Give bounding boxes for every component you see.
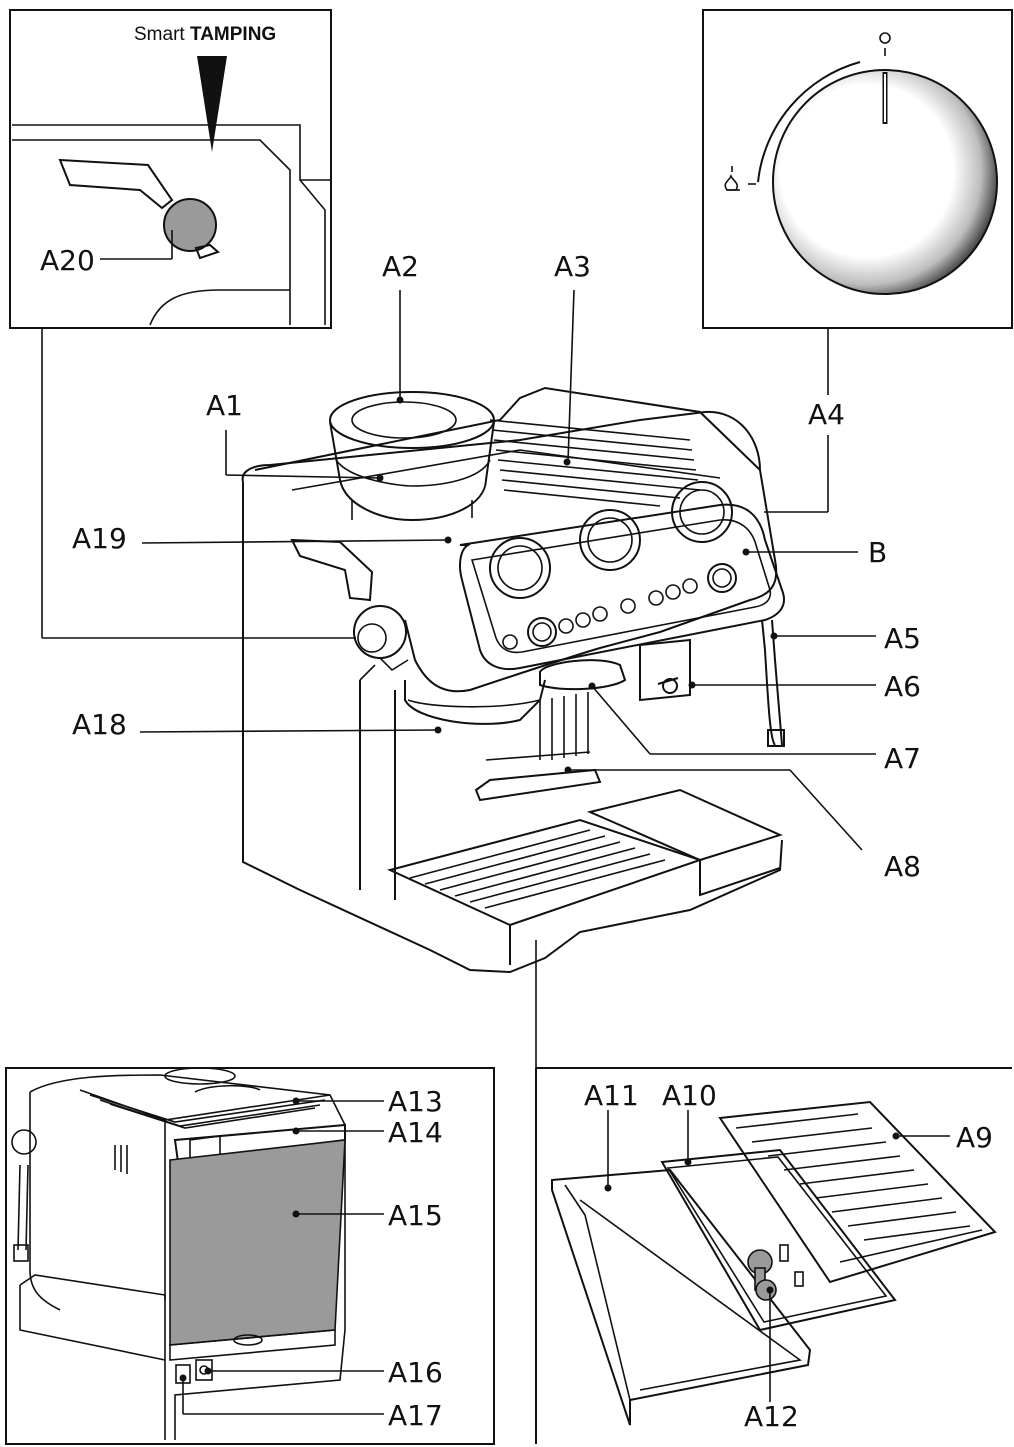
- label-a9: A9: [956, 1121, 993, 1154]
- label-a11: A11: [584, 1079, 639, 1112]
- label-a5: A5: [884, 622, 921, 655]
- drip-grate: [718, 1100, 997, 1284]
- label-a8: A8: [884, 850, 921, 883]
- tamping-word: TAMPING: [190, 24, 276, 45]
- gauge-right: [671, 481, 733, 543]
- dial-inset: [702, 9, 1013, 329]
- callout-lines: [41, 289, 876, 851]
- label-a16: A16: [388, 1356, 443, 1389]
- tamping-lever: [58, 158, 174, 210]
- panel-buttons: [502, 563, 737, 650]
- label-a2: A2: [382, 250, 419, 283]
- rear-view-inset: A13 A14 A15 A16 A17: [5, 1067, 495, 1445]
- label-a18: A18: [72, 708, 127, 741]
- pointer-arrow-icon: [197, 56, 227, 152]
- drip-tray-frame: [660, 1148, 897, 1332]
- label-a17: A17: [388, 1399, 443, 1432]
- drip-tray-lines: [409, 829, 666, 909]
- label-a6: A6: [884, 670, 921, 703]
- main-machine: [241, 386, 785, 1068]
- steam-icon: [724, 166, 740, 191]
- label-a19: A19: [72, 522, 127, 555]
- bean-hopper: [329, 391, 495, 522]
- tamping-inset: Smart TAMPING A20: [9, 9, 332, 329]
- gauge-center: [579, 509, 641, 571]
- label-a4: A4: [808, 398, 845, 431]
- label-a20: A20: [40, 244, 95, 277]
- label-a1: A1: [206, 389, 243, 422]
- cup-warmer-grille: [489, 419, 701, 507]
- selector-dial: [772, 69, 998, 295]
- tamping-knob: [163, 198, 217, 252]
- label-a12: A12: [744, 1400, 799, 1433]
- drip-grid: [485, 692, 591, 761]
- circle-icon: [879, 32, 891, 44]
- smart-word: Smart: [134, 24, 185, 45]
- label-a3: A3: [554, 250, 591, 283]
- water-tank: [169, 1139, 346, 1346]
- drip-tray-base: [551, 1168, 812, 1426]
- label-a10: A10: [662, 1079, 717, 1112]
- drip-tray-inset: A11 A10 A9 A12: [535, 1067, 1012, 1444]
- control-panel: [459, 503, 785, 670]
- label-a13: A13: [388, 1085, 443, 1118]
- label-a15: A15: [388, 1199, 443, 1232]
- label-a7: A7: [884, 742, 921, 775]
- label-b: B: [868, 536, 887, 569]
- label-a14: A14: [388, 1116, 443, 1149]
- gauge-left: [489, 537, 551, 599]
